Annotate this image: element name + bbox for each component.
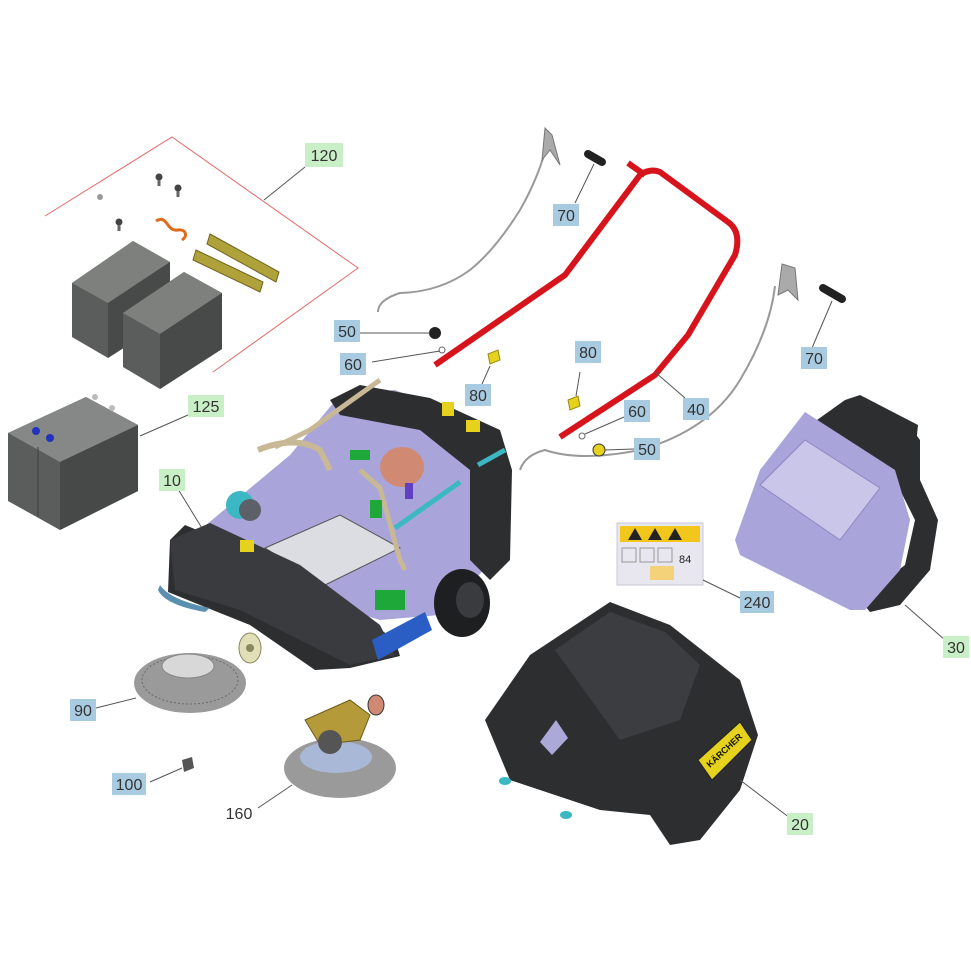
callout-20[interactable]: 20 [787,813,813,835]
callout-labels: 120 125 10 70 70 50 60 80 80 60 40 50 24… [70,143,969,835]
svg-text:20: 20 [791,817,809,834]
side-brush-assembly-160 [257,694,396,809]
callout-240[interactable]: 240 [740,591,774,613]
battery-cable [155,217,187,242]
brand-plate [697,721,753,781]
callout-80b[interactable]: 80 [575,341,601,363]
screw [155,173,163,186]
callout-70b[interactable]: 70 [801,347,827,369]
callout-50a[interactable]: 50 [334,320,360,342]
chassis-10 [158,377,512,670]
handle-40 [433,160,741,440]
caster-wheel [238,632,262,664]
svg-text:30: 30 [947,640,965,657]
svg-text:70: 70 [805,351,823,368]
svg-text:160: 160 [226,806,253,823]
callout-60b[interactable]: 60 [624,400,650,422]
battery-pad [206,233,280,283]
svg-text:50: 50 [638,442,656,459]
grip-70b [811,284,846,349]
battery-pad [192,249,264,293]
battery-pack-125 [8,394,189,530]
svg-text:80: 80 [469,388,487,405]
svg-text:50: 50 [338,324,356,341]
callout-70a[interactable]: 70 [553,204,579,226]
cover-20: KÄRCHER [485,602,791,845]
callout-10[interactable]: 10 [159,469,185,491]
kit-frame [44,136,359,373]
clip-80b [567,371,581,411]
svg-text:90: 90 [74,703,92,720]
rear-wheel [434,569,490,637]
svg-text:40: 40 [687,402,705,419]
screw [115,218,123,231]
washer-60a [371,346,446,363]
clip-100 [149,757,194,783]
knob-50a [360,327,441,339]
svg-text:125: 125 [193,399,220,416]
bowden-cable-left [377,126,561,313]
side-brush-90 [95,653,246,713]
battery-kit-120 [44,136,359,389]
grip-70a [574,150,606,204]
svg-text:60: 60 [628,404,646,421]
label-sticker-value: 84 [679,554,691,566]
callout-125[interactable]: 125 [188,395,224,417]
knob-50b [592,443,635,457]
label-sheet-240: 84 [616,522,741,599]
svg-text:60: 60 [344,357,362,374]
callout-40[interactable]: 40 [683,398,709,420]
waste-container-30 [735,395,946,641]
svg-text:100: 100 [116,777,143,794]
svg-text:10: 10 [163,473,181,490]
svg-text:80: 80 [579,345,597,362]
callout-60a[interactable]: 60 [340,353,366,375]
callout-80a[interactable]: 80 [465,384,491,406]
callout-30[interactable]: 30 [943,636,969,658]
callout-160[interactable]: 160 [222,802,256,824]
washer-60b [578,416,625,440]
svg-text:240: 240 [744,595,771,612]
battery [123,272,222,389]
callout-100[interactable]: 100 [112,773,146,795]
clip-80a [481,349,501,385]
svg-text:70: 70 [557,208,575,225]
callout-50b[interactable]: 50 [634,438,660,460]
callout-90[interactable]: 90 [70,699,96,721]
callout-120[interactable]: 120 [305,143,343,167]
screw [97,194,103,200]
screw [174,184,182,197]
svg-text:120: 120 [311,148,338,165]
